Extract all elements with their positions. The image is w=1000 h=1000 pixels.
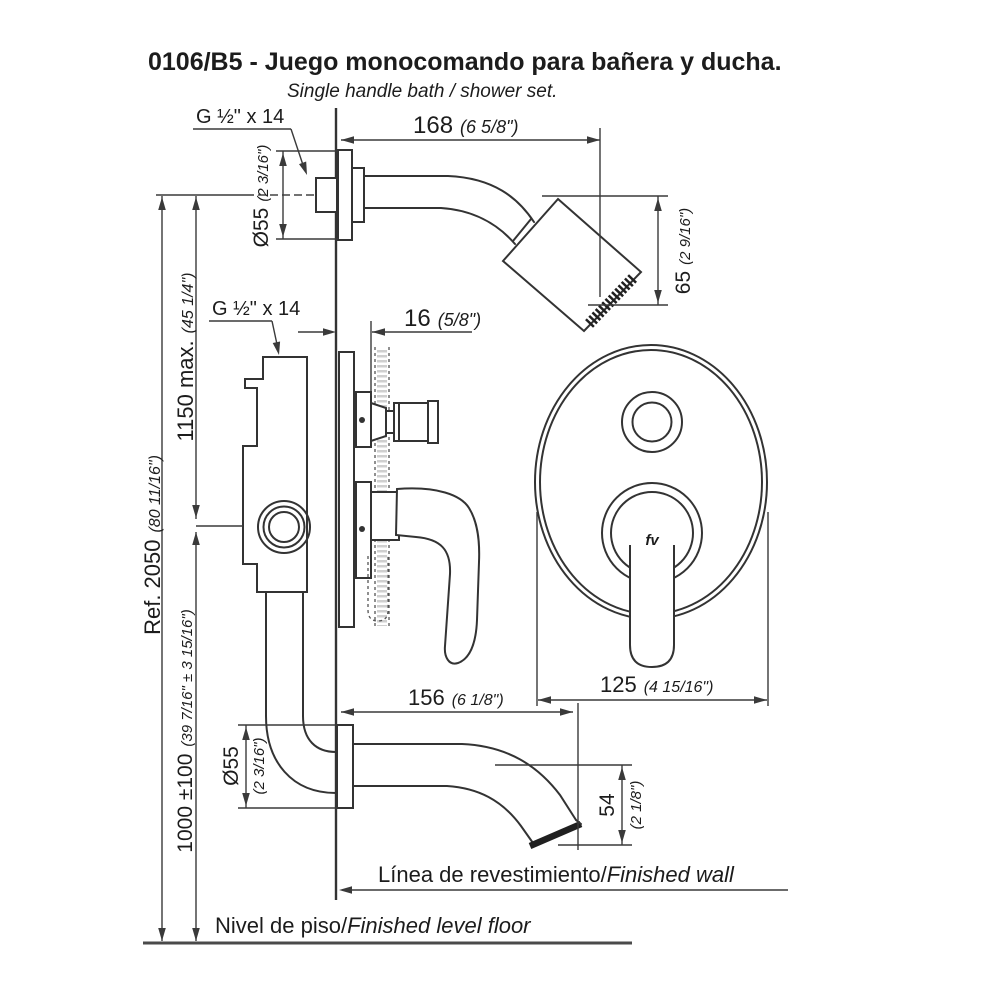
dim-value: 125 bbox=[600, 672, 637, 697]
brand-logo: fv bbox=[645, 532, 660, 549]
finished-wall-annotation: Línea de revestimiento/Finished wall bbox=[339, 862, 788, 894]
dim-inches: (80 11/16") bbox=[147, 455, 164, 532]
dim-arm-flange-diameter: Ø55 (2 3/16") bbox=[250, 145, 338, 248]
dim-inches: (2 3/16") bbox=[251, 737, 268, 794]
shower-head bbox=[501, 197, 643, 333]
thread-label-valve: G ½" x 14 bbox=[209, 298, 300, 355]
plate-screw-dot bbox=[359, 417, 365, 423]
diverter-button-front bbox=[621, 391, 683, 453]
dim-tile-offset: 16 (5/8") bbox=[298, 305, 481, 396]
finished-wall-es: Línea de revestimiento/ bbox=[378, 862, 608, 887]
dim-spout-length: 156 (6 1/8") bbox=[341, 685, 579, 850]
svg-text:G ½" x 14: G ½" x 14 bbox=[212, 298, 300, 320]
spout-outlet bbox=[528, 821, 583, 849]
svg-text:1150 max.(45 1/4"): 1150 max. (45 1/4") bbox=[173, 273, 198, 442]
dim-value: 16 bbox=[404, 305, 431, 332]
dim-value: 168 bbox=[413, 112, 453, 139]
dim-value: Ref. 2050 bbox=[140, 540, 165, 635]
finished-wall-en: Finished wall bbox=[607, 862, 735, 887]
svg-text:125(4 15/16"): 125 (4 15/16") bbox=[600, 672, 713, 697]
dim-inches: (4 15/16") bbox=[644, 679, 714, 696]
handle-lever-side bbox=[370, 487, 481, 665]
floor-en: Finished level floor bbox=[347, 913, 532, 938]
dim-value: 54 bbox=[596, 793, 619, 817]
bath-spout bbox=[336, 724, 583, 849]
svg-text:16(5/8"): 16 (5/8") bbox=[404, 305, 481, 332]
dim-value: Ø55 bbox=[220, 746, 243, 786]
svg-text:Línea de revestimiento/Finishe: Línea de revestimiento/Finished wall bbox=[378, 862, 735, 887]
dim-spout-flange-diameter: Ø55 (2 3/16") bbox=[220, 724, 337, 809]
dim-inches: (6 1/8") bbox=[452, 692, 504, 709]
dim-inches: (2 9/16") bbox=[677, 208, 694, 265]
svg-text:Ref. 2050(80 11/16"): Ref. 2050 (80 11/16") bbox=[140, 455, 165, 635]
svg-text:G ½" x 14: G ½" x 14 bbox=[196, 106, 284, 128]
svg-text:168(6 5/8"): 168 (6 5/8") bbox=[413, 112, 518, 139]
trim-plate-front-view: fv bbox=[534, 344, 768, 669]
thread-label-shower-arm: G ½" x 14 bbox=[193, 106, 307, 175]
dim-spout-drop: 54 (2 1/8") bbox=[495, 764, 645, 846]
dim-value: 65 bbox=[672, 271, 695, 294]
dim-inches: (6 5/8") bbox=[460, 117, 518, 137]
dim-value: 156 bbox=[408, 685, 445, 710]
svg-text:1000 ±100(39 7/16" ± 3 15/16"): 1000 ±100 (39 7/16" ± 3 15/16") bbox=[174, 609, 197, 852]
tile-band bbox=[374, 347, 390, 628]
dim-inches: (45 1/4") bbox=[180, 273, 197, 334]
page-subtitle: Single handle bath / shower set. bbox=[287, 81, 557, 102]
svg-text:Ø55(2 3/16"): Ø55 (2 3/16") bbox=[250, 145, 273, 248]
dim-arm-length: 168 (6 5/8") bbox=[341, 112, 601, 297]
dim-total-height: Ref. 2050 (80 11/16") bbox=[140, 196, 166, 941]
svg-text:Nivel de piso/Finished level f: Nivel de piso/Finished level floor bbox=[215, 913, 532, 938]
diverter-knob-side bbox=[370, 400, 439, 444]
floor-es: Nivel de piso/ bbox=[215, 913, 348, 938]
spray-face bbox=[585, 274, 637, 328]
dim-head-height: 65 (2 9/16") bbox=[542, 195, 695, 306]
shower-arm bbox=[315, 149, 538, 248]
page-title: 0106/B5 - Juego monocomando para bañera … bbox=[148, 48, 782, 76]
handle-lever-front bbox=[629, 545, 675, 669]
dim-inches: (39 7/16" ± 3 15/16") bbox=[179, 609, 196, 746]
dim-inches: (2 3/16") bbox=[255, 145, 272, 202]
dim-value: 1150 max. bbox=[173, 340, 198, 441]
dim-inches: (5/8") bbox=[438, 310, 481, 330]
dim-valve-height: 1150 max. (45 1/4") bbox=[173, 196, 243, 527]
dim-value: 1000 ±100 bbox=[174, 754, 197, 853]
dim-value: Ø55 bbox=[250, 208, 273, 248]
svg-text:65(2 9/16"): 65 (2 9/16") bbox=[672, 208, 695, 294]
floor-annotation: Nivel de piso/Finished level floor bbox=[215, 913, 532, 938]
plate-screw-dot bbox=[359, 526, 365, 532]
dim-inches: (2 1/8") bbox=[628, 781, 645, 830]
supply-pipe bbox=[265, 591, 337, 794]
dim-spout-height: 1000 ±100 (39 7/16" ± 3 15/16") bbox=[174, 532, 200, 941]
dim-plate-width: 125 (4 15/16") bbox=[536, 512, 769, 706]
svg-text:156(6 1/8"): 156 (6 1/8") bbox=[408, 685, 504, 710]
valve-body-side-view bbox=[242, 351, 389, 628]
